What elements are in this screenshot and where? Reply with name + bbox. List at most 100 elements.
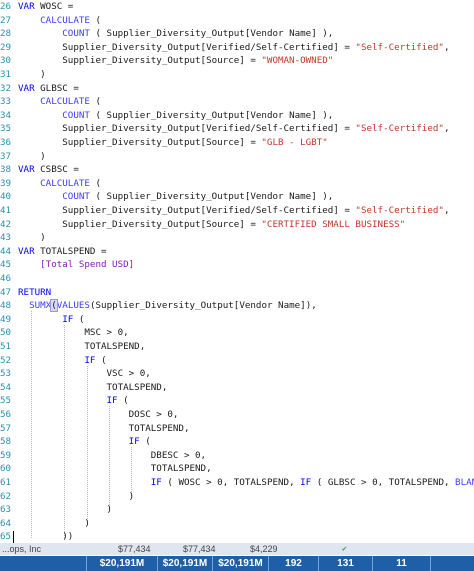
code-token: ) bbox=[18, 150, 46, 162]
code-token bbox=[18, 314, 62, 325]
code-line[interactable]: 52 IF ( bbox=[0, 354, 474, 368]
code-text: VAR GLBSC = bbox=[18, 82, 79, 96]
code-token: Supplier_Diversity_Output[Source] = bbox=[18, 218, 262, 230]
code-token bbox=[18, 395, 107, 406]
code-line[interactable]: 54 TOTALSPEND, bbox=[0, 381, 474, 395]
code-line[interactable]: 34 COUNT ( Supplier_Diversity_Output[Ven… bbox=[0, 109, 474, 123]
partial-value-2: $77,434 bbox=[183, 544, 216, 554]
code-token: BLANK bbox=[455, 477, 474, 488]
code-line[interactable]: 30 Supplier_Diversity_Output[Source] = "… bbox=[0, 54, 474, 68]
total-count-1: 192 bbox=[285, 558, 302, 569]
code-line[interactable]: 48 SUMX(VALUES(Supplier_Diversity_Output… bbox=[0, 299, 474, 313]
code-text: Supplier_Diversity_Output[Verified/Self-… bbox=[18, 204, 449, 218]
code-text: ) bbox=[18, 68, 46, 82]
code-line[interactable]: 55 IF ( bbox=[0, 394, 474, 408]
code-line[interactable]: 50 MSC > 0, bbox=[0, 326, 474, 340]
text-cursor bbox=[13, 531, 14, 543]
code-line[interactable]: 40 COUNT ( Supplier_Diversity_Output[Ven… bbox=[0, 190, 474, 204]
code-text: ) bbox=[18, 503, 113, 517]
line-number: 46 bbox=[0, 273, 12, 284]
line-number: 61 bbox=[0, 477, 12, 488]
code-text: IF ( bbox=[18, 313, 84, 327]
code-line[interactable]: 29 Supplier_Diversity_Output[Verified/Se… bbox=[0, 41, 474, 55]
check-icon: ✔ bbox=[342, 544, 347, 553]
code-token bbox=[18, 110, 62, 121]
line-number: 54 bbox=[0, 381, 12, 393]
code-line[interactable]: 31 ) bbox=[0, 68, 474, 82]
line-number: 43 bbox=[0, 232, 12, 244]
code-line[interactable]: 36 Supplier_Diversity_Output[Source] = "… bbox=[0, 136, 474, 150]
code-line[interactable]: 60 TOTALSPEND, bbox=[0, 462, 474, 476]
code-text: MSC > 0, bbox=[18, 326, 128, 340]
code-line[interactable]: 63 ) bbox=[0, 503, 474, 517]
code-line[interactable]: 45 [Total Spend USD] bbox=[0, 258, 474, 272]
code-line[interactable]: 62 ) bbox=[0, 490, 474, 504]
code-text: VSC > 0, bbox=[18, 367, 151, 381]
code-line[interactable]: 42 Supplier_Diversity_Output[Source] = "… bbox=[0, 218, 474, 232]
partial-value-3: $4,229 bbox=[250, 544, 278, 554]
code-token bbox=[18, 300, 29, 311]
code-token: "WOMAN-OWNED" bbox=[261, 55, 334, 67]
code-token: "GLB - LGBT" bbox=[261, 137, 328, 148]
code-line[interactable]: 27 CALCULATE ( bbox=[0, 14, 474, 28]
code-line[interactable]: 33 CALCULATE ( bbox=[0, 95, 474, 109]
code-text: Supplier_Diversity_Output[Source] = "WOM… bbox=[18, 54, 333, 68]
code-line[interactable]: 41 Supplier_Diversity_Output[Verified/Se… bbox=[0, 204, 474, 218]
code-text: Supplier_Diversity_Output[Verified/Self-… bbox=[18, 41, 449, 55]
code-text: COUNT ( Supplier_Diversity_Output[Vendor… bbox=[18, 190, 333, 204]
code-line[interactable]: 43 ) bbox=[0, 231, 474, 245]
code-line[interactable]: 57 TOTALSPEND, bbox=[0, 422, 474, 436]
code-token: ( bbox=[117, 395, 129, 407]
code-line[interactable]: 44 VAR TOTALSPEND = bbox=[0, 245, 474, 259]
code-line[interactable]: 51 TOTALSPEND, bbox=[0, 340, 474, 354]
code-text: ) bbox=[18, 150, 46, 164]
code-token: Supplier_Diversity_Output[Verified/Self-… bbox=[18, 205, 356, 216]
column-divider bbox=[372, 556, 373, 571]
code-text: Supplier_Diversity_Output[Source] = "CER… bbox=[18, 218, 405, 232]
code-line[interactable]: 49 IF ( bbox=[0, 313, 474, 327]
code-line[interactable]: 64 ) bbox=[0, 517, 474, 531]
code-line[interactable]: 37 ) bbox=[0, 150, 474, 164]
code-token: , bbox=[443, 123, 450, 135]
indent-guide bbox=[64, 324, 66, 539]
code-line[interactable]: 46 bbox=[0, 272, 474, 286]
code-token: VAR bbox=[18, 82, 41, 94]
code-token: ( WOSC > 0, TOTALSPEND, bbox=[161, 477, 301, 488]
code-token: , bbox=[443, 205, 450, 216]
code-token: ( GLBSC > 0, TOTALSPEND, bbox=[311, 477, 456, 488]
code-line[interactable]: 28 COUNT ( Supplier_Diversity_Output[Ven… bbox=[0, 27, 474, 41]
line-number: 52 bbox=[0, 354, 12, 366]
code-line[interactable]: 65 )) bbox=[0, 530, 474, 543]
code-line[interactable]: 59 DBESC > 0, bbox=[0, 449, 474, 463]
code-text: VAR TOTALSPEND = bbox=[18, 245, 107, 259]
code-line[interactable]: 35 Supplier_Diversity_Output[Verified/Se… bbox=[0, 122, 474, 136]
code-text: ) bbox=[18, 231, 46, 245]
code-line[interactable]: 53 VSC > 0, bbox=[0, 367, 474, 381]
total-spend-3: $20,191M bbox=[218, 558, 263, 569]
code-token: )) bbox=[18, 531, 74, 543]
line-number: 51 bbox=[0, 341, 12, 352]
line-number: 65 bbox=[0, 531, 12, 543]
code-line[interactable]: 56 DOSC > 0, bbox=[0, 408, 474, 422]
code-text: Supplier_Diversity_Output[Source] = "GLB… bbox=[18, 136, 328, 150]
code-text: TOTALSPEND, bbox=[18, 422, 190, 436]
code-token: COUNT bbox=[62, 28, 90, 40]
code-token: ( bbox=[89, 14, 102, 26]
code-text: Supplier_Diversity_Output[Verified/Self-… bbox=[18, 122, 449, 136]
code-token: "Self-Certified" bbox=[355, 41, 444, 53]
code-text: ) bbox=[18, 490, 135, 504]
code-token: ( bbox=[50, 299, 58, 313]
line-number: 44 bbox=[0, 245, 12, 257]
code-token bbox=[18, 28, 62, 39]
code-line[interactable]: 61 IF ( WOSC > 0, TOTALSPEND, IF ( GLBSC… bbox=[0, 476, 474, 490]
code-text: IF ( bbox=[18, 435, 151, 449]
code-line[interactable]: 58 IF ( bbox=[0, 435, 474, 449]
totals-row bbox=[0, 556, 474, 571]
line-number: 39 bbox=[0, 177, 12, 189]
code-line[interactable]: 39 CALCULATE ( bbox=[0, 177, 474, 191]
